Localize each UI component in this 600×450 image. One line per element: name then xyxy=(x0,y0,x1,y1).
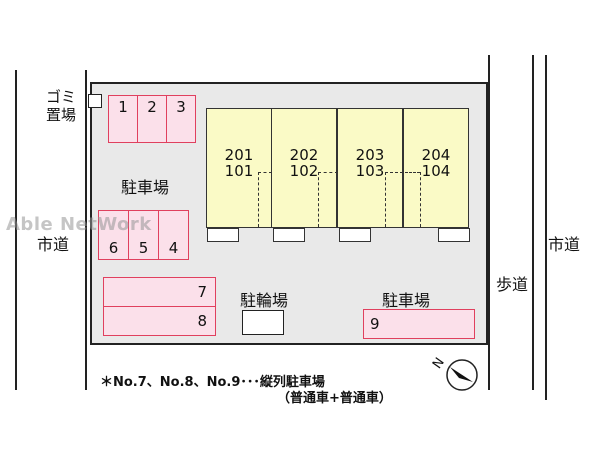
garbage-box xyxy=(88,94,102,108)
garbage-area-label-1: ゴミ xyxy=(46,88,77,106)
stair-dashed-line xyxy=(405,172,420,173)
stair-dashed-line xyxy=(318,172,319,227)
stair-dashed-line xyxy=(258,172,259,227)
road-right-line-outer xyxy=(545,55,547,400)
road-left-line-inner xyxy=(85,70,87,390)
entrance-step xyxy=(207,228,239,242)
entrance-step xyxy=(273,228,305,242)
unit-upper-number: 203 xyxy=(355,146,385,164)
unit-lower-number: 104 xyxy=(421,162,451,180)
parking-space-2: 2 xyxy=(137,95,167,143)
unit-upper-number: 202 xyxy=(289,146,319,164)
parking-space-4: 4 xyxy=(158,210,189,260)
parking-space-7: 7 xyxy=(103,277,216,307)
road-left-line-outer xyxy=(15,70,17,390)
stair-dashed-line xyxy=(420,172,421,227)
parking-space-9: 9 xyxy=(363,309,475,339)
unit-lower-number: 103 xyxy=(355,162,385,180)
road-right-line-inner xyxy=(488,55,490,390)
sidewalk-label: 歩道 xyxy=(496,275,529,294)
parking-space-1: 1 xyxy=(108,95,138,143)
parking-left-label: 駐車場 xyxy=(121,178,170,197)
unit-lower-number: 101 xyxy=(224,162,254,180)
parking-right-label: 駐車場 xyxy=(382,291,431,310)
parking-space-8: 8 xyxy=(103,306,216,336)
stair-dashed-line xyxy=(258,172,272,173)
north-compass-icon xyxy=(446,359,478,391)
stair-dashed-line xyxy=(385,172,403,173)
stair-dashed-line xyxy=(318,172,338,173)
watermark: Able NetWork xyxy=(6,214,152,235)
bicycle-parking-label: 駐輪場 xyxy=(240,291,289,310)
unit-lower-number: 102 xyxy=(289,162,319,180)
note-line-2: （普通車+普通車） xyxy=(277,391,392,406)
bicycle-parking-box xyxy=(242,310,284,335)
entrance-step xyxy=(339,228,371,242)
note-line-1: ＊No.7、No.8、No.9･･･縦列駐車場 xyxy=(100,375,325,390)
garbage-area-label-2: 置場 xyxy=(46,106,77,124)
city-road-left-label: 市道 xyxy=(37,235,70,254)
road-right-line-mid xyxy=(532,55,534,390)
stair-dashed-line xyxy=(385,172,386,227)
parking-space-3: 3 xyxy=(166,95,196,143)
unit-upper-number: 201 xyxy=(224,146,254,164)
entrance-step xyxy=(438,228,470,242)
city-road-right-label: 市道 xyxy=(548,235,581,254)
unit-upper-number: 204 xyxy=(421,146,451,164)
